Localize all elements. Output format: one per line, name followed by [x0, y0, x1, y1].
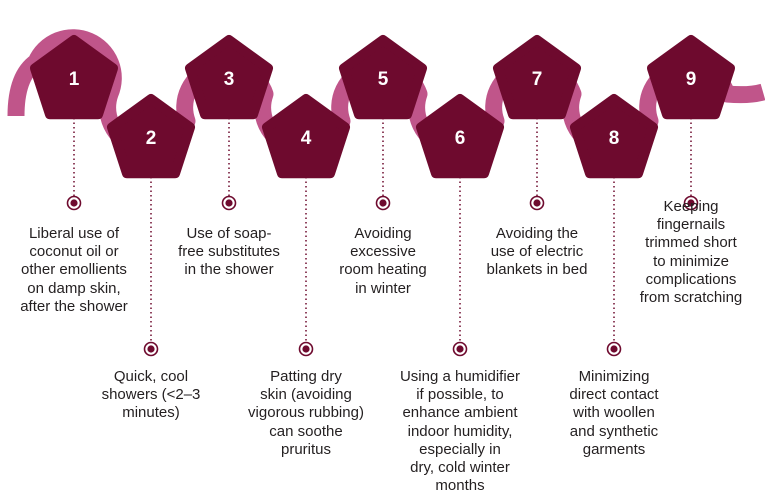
step-1-number: 1: [69, 69, 80, 90]
step-5-number: 5: [378, 69, 389, 90]
step-6-number: 6: [455, 128, 466, 149]
step-5-badge: [339, 35, 427, 120]
step-9-text: Keeping fingernails trimmed short to min…: [639, 198, 743, 307]
step-7-text: Avoiding the use of electric blankets in…: [486, 225, 588, 279]
step-3-number: 3: [224, 69, 235, 90]
step-4-dot: [302, 345, 310, 353]
step-7-badge: [493, 35, 581, 120]
step-2-number: 2: [146, 128, 157, 149]
step-2-badge: [107, 94, 195, 179]
step-8-dot: [610, 345, 618, 353]
step-8-badge: [570, 94, 658, 179]
step-5-text: Avoiding excessive room heating in winte…: [339, 225, 427, 297]
step-2-dot: [147, 345, 155, 353]
step-9-badge: [647, 35, 735, 120]
step-4-badge: [262, 94, 350, 179]
step-8-text: Minimizing direct contact with woollen a…: [569, 368, 659, 458]
step-7-dot: [533, 199, 541, 207]
step-6-text: Using a humidifier if possible, to enhan…: [399, 368, 521, 495]
step-3-badge: [185, 35, 273, 120]
step-3-dot: [225, 199, 233, 207]
step-6-dot: [456, 345, 464, 353]
step-9-dot: [687, 199, 695, 207]
step-1-dot: [70, 199, 78, 207]
connectors: [66, 118, 699, 357]
step-4-text: Patting dry skin (avoiding vigorous rubb…: [248, 368, 364, 458]
step-1-text: Liberal use of coconut oil or other emol…: [20, 225, 128, 315]
step-5-dot: [379, 199, 387, 207]
step-6-badge: [416, 94, 504, 179]
step-badges: 1 2 3 4 5 6 7 8 9: [30, 35, 735, 179]
step-9-number: 9: [686, 69, 697, 90]
step-8-number: 8: [609, 128, 620, 149]
step-1-badge: [30, 35, 118, 120]
step-7-number: 7: [532, 69, 543, 90]
step-2-text: Quick, cool showers (<2–3 minutes): [101, 368, 201, 422]
step-3-text: Use of soap- free substitutes in the sho…: [178, 225, 280, 279]
step-4-number: 4: [301, 128, 312, 149]
